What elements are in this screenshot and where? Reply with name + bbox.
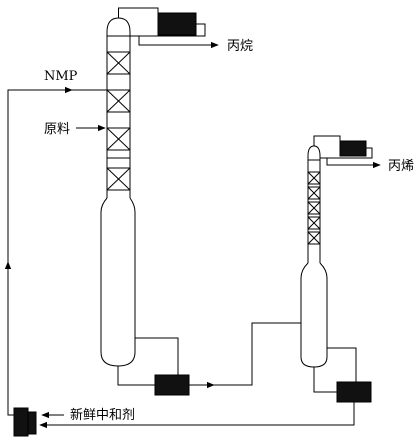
label-propane: 丙烷 bbox=[227, 39, 253, 54]
mixer bbox=[13, 407, 29, 437]
condenser-1 bbox=[157, 12, 197, 36]
pump-2 bbox=[336, 381, 372, 403]
column-2 bbox=[300, 145, 328, 368]
label-feed: 原料 bbox=[44, 122, 70, 137]
packing-section-1 bbox=[106, 51, 131, 191]
label-propylene: 丙烯 bbox=[388, 159, 414, 174]
label-fresh-neutralizer: 新鲜中和剂 bbox=[70, 407, 135, 423]
column-1-overhead bbox=[118, 7, 219, 49]
column-2-overhead bbox=[313, 135, 381, 169]
condenser-2 bbox=[339, 140, 367, 157]
nmp-recycle-line bbox=[7, 89, 70, 416]
pump-1 bbox=[154, 374, 190, 396]
column-1 bbox=[100, 17, 136, 367]
label-nmp: NMP bbox=[44, 69, 78, 84]
packing-section-2 bbox=[307, 171, 321, 245]
